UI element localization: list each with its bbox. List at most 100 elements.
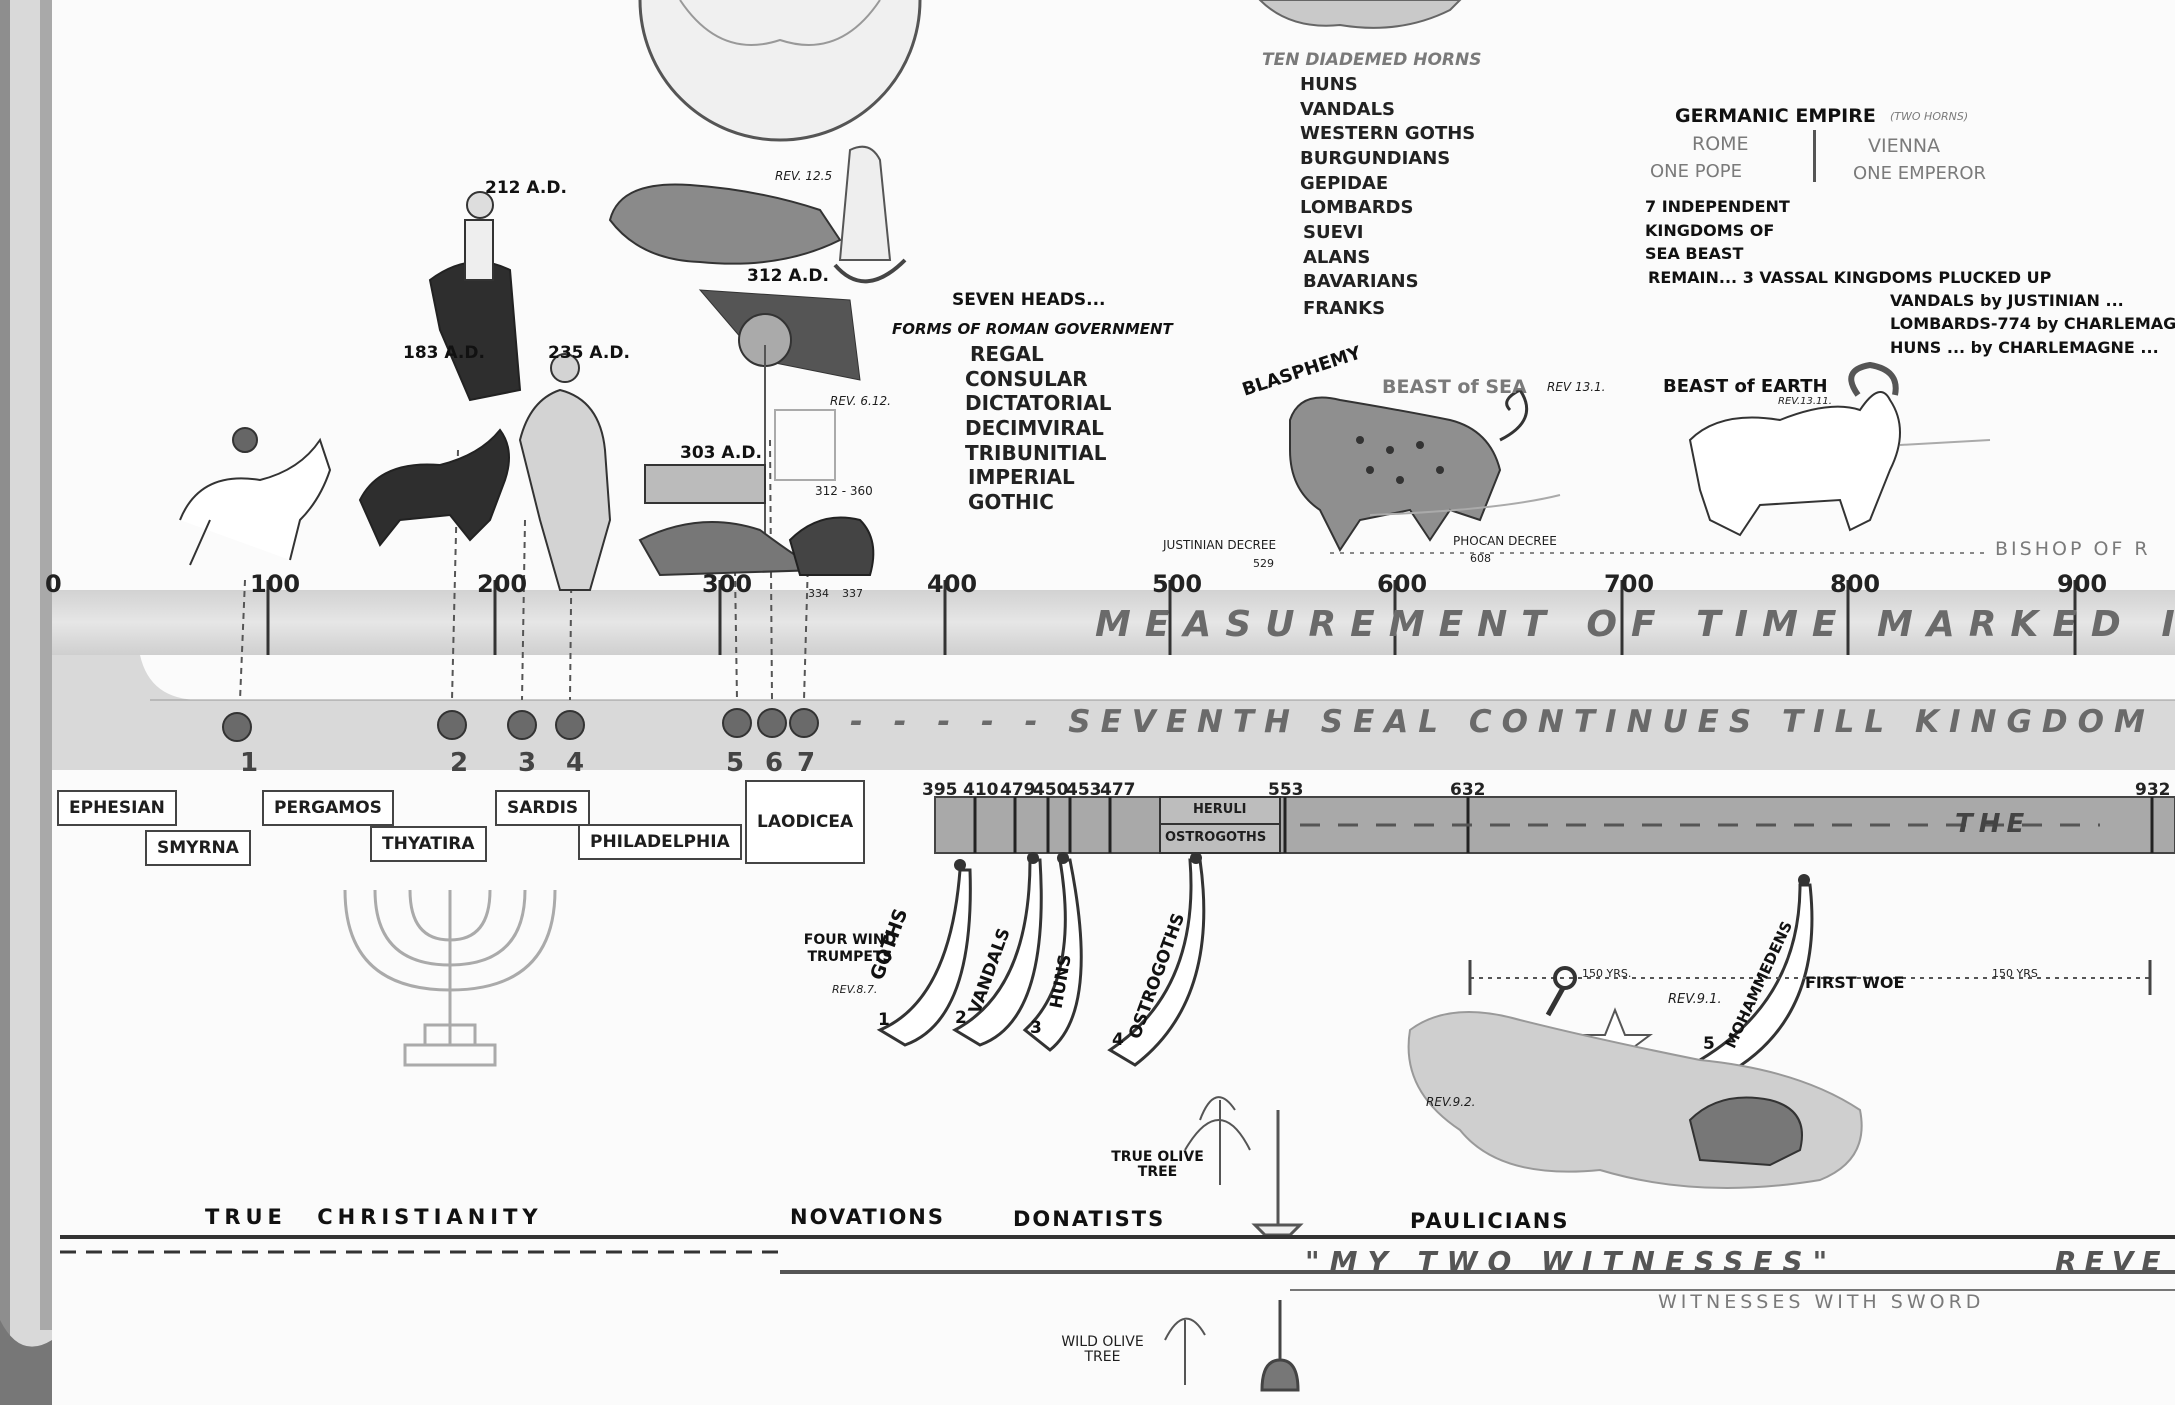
trumpet-horns [880,860,1812,1075]
year-632: 632 [1450,780,1486,800]
year-337: 337 [842,588,863,599]
horns-title: TEN DIADEMED HORNS [1262,52,1481,69]
church-thyatira: THYATIRA [370,826,487,862]
paulicians-label: PAULICIANS [1410,1211,1570,1232]
church-pergamos: PERGAMOS [262,790,394,826]
empire-band-text: THE [1955,809,2030,839]
time-band-title: MEASUREMENT OF TIME MARKED IN [1095,604,2175,645]
ref-rev-9-2: REV.9.2. [1426,1096,1475,1108]
germanic-one-pope: ONE POPE [1650,163,1742,181]
head-consular: CONSULAR [965,367,1088,391]
head-tribunitial: TRIBUNITIAL [965,441,1106,465]
seal-number-2: 2 [450,748,468,778]
ref-312-360: 312 - 360 [815,485,873,497]
date-235: 235 A.D. [548,345,630,362]
true-candlestick-illustration [1255,1110,1300,1235]
year-334: 334 [808,588,829,599]
horn-vandals: VANDALS [1300,99,1395,120]
altar-illustration [645,465,765,503]
wild-olive-tree-illustration [1165,1319,1205,1385]
year-453: 453 [1066,780,1102,800]
ref-rev-9-1: REV.9.1. [1668,993,1722,1006]
donatists-label: DONATISTS [1013,1209,1165,1230]
dragon-illustration [610,184,840,263]
seven-heads-title: SEVEN HEADS... [952,292,1106,309]
tick-800: 800 [1830,570,1880,598]
beast-of-sea-illustration [1290,398,1500,551]
seal-number-1: 1 [240,748,258,778]
seal-band-text: - - - - - SEVENTH SEAL CONTINUES TILL KI… [850,704,2175,740]
trumpet-3-num: 3 [1030,1020,1042,1037]
trumpet-ref: REV.8.7. [832,984,877,995]
novations-label: NOVATIONS [790,1207,945,1228]
reve-label: REVE [2055,1245,2168,1278]
horn-franks: FRANKS [1303,298,1385,319]
date-183: 183 A.D. [403,345,485,362]
tick-400: 400 [927,570,977,598]
seal-number-7: 7 [797,748,815,778]
head-imperial: IMPERIAL [968,465,1075,489]
horn-lombards: LOMBARDS [1300,197,1413,218]
ref-rev-12-5: REV. 12.5 [775,170,832,182]
head-decimviral: DECIMVIRAL [965,416,1104,440]
wild-olive-tree-label: WILD OLIVE TREE [1055,1335,1150,1366]
tick-200: 200 [477,570,527,598]
span-150-right: 150 YRS [1992,968,2038,979]
tick-300: 300 [702,570,752,598]
white-horse-illustration [180,428,330,565]
germanic-title: GERMANIC EMPIRE [1675,107,1876,126]
tick-0: 0 [45,570,62,598]
beast-of-earth-ref: REV.13.11. [1778,397,1832,407]
seal-number-5: 5 [726,748,744,778]
tick-700: 700 [1604,570,1654,598]
horn-gepidae: GEPIDAE [1300,173,1388,194]
head-gothic: GOTHIC [968,490,1054,514]
ref-rev-6-12: REV. 6.12. [830,395,891,407]
head-regal: REGAL [970,342,1044,366]
plucked-vandals: VANDALS by JUSTINIAN ... [1890,293,2124,309]
horn-western-goths: WESTERN GOTHS [1300,123,1475,144]
year-477: 477 [1100,780,1136,800]
plucked-lombards: LOMBARDS-774 by CHARLEMAG [1890,316,2175,332]
first-woe-label: FIRST WOE [1805,975,1904,991]
year-410: 410 [963,780,999,800]
pale-horse-illustration [520,354,610,590]
year-479: 479 [1000,780,1036,800]
beast-of-sea-label: BEAST of SEA [1382,378,1527,397]
trumpet-5-num: 5 [1703,1036,1715,1053]
seal-number-4: 4 [566,748,584,778]
germanic-vienna: VIENNA [1868,137,1940,156]
seal-number-3: 3 [518,748,536,778]
germanic-rome: ROME [1692,135,1749,154]
heruli-label: HERULI [1193,803,1246,816]
horn-burgundians: BURGUNDIANS [1300,148,1450,169]
independent-line-1: 7 INDEPENDENT [1645,199,1790,215]
date-212: 212 A.D. [485,180,567,197]
trumpet-4-num: 4 [1112,1032,1124,1049]
phocan-year: 608 [1470,553,1491,564]
black-horse-illustration [360,192,520,545]
year-450: 450 [1033,780,1069,800]
church-sardis: SARDIS [495,790,590,826]
church-ephesian: EPHESIAN [57,790,177,826]
horn-suevi: SUEVI [1303,222,1364,243]
horn-alans: ALANS [1303,247,1370,268]
medallion-illustration [640,0,920,140]
trumpet-1-num: 1 [878,1012,890,1029]
trumpet-2-num: 2 [955,1010,967,1027]
beast-of-earth-label: BEAST of EARTH [1663,378,1828,396]
beast-of-earth-illustration [1690,392,1900,535]
phocan-decree: PHOCAN DECREE [1453,535,1557,547]
horn-bavarians: BAVARIANS [1303,271,1419,292]
tick-900: 900 [2057,570,2107,598]
ostrogoths-band-label: OSTROGOTHS [1165,831,1266,844]
germanic-title-note: (TWO HORNS) [1890,111,1968,122]
year-553: 553 [1268,780,1304,800]
independent-line-4: REMAIN... 3 VASSAL KINGDOMS PLUCKED UP [1648,270,2051,286]
top-beast-illustration [1260,0,1460,28]
wild-candlestick-illustration [1262,1300,1298,1390]
tick-100: 100 [250,570,300,598]
church-smyrna: SMYRNA [145,830,251,866]
